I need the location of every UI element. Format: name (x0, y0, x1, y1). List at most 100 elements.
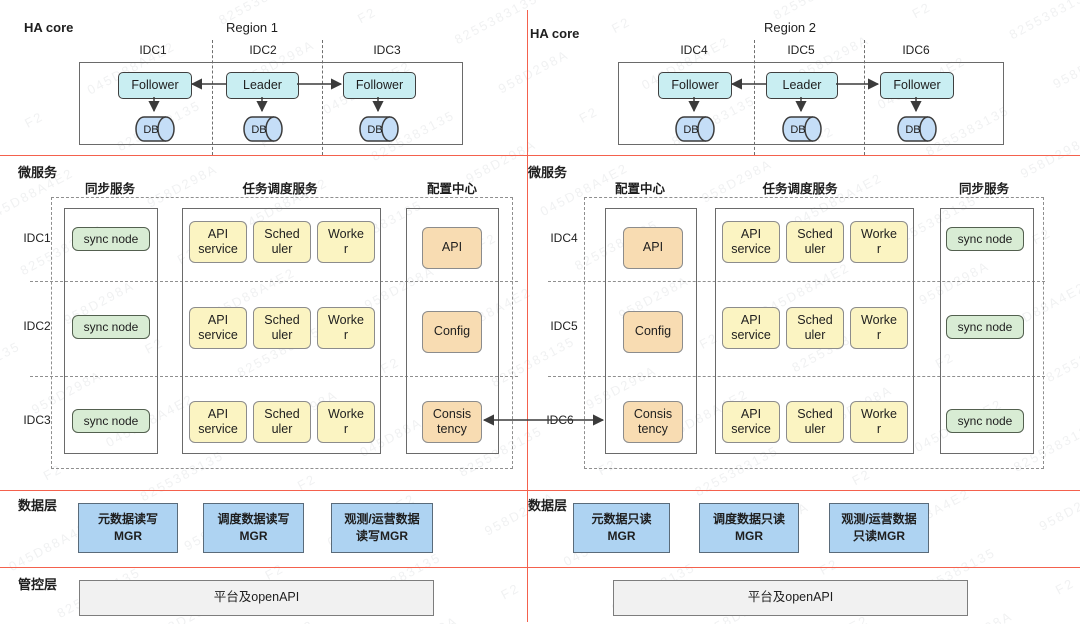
db-label: DB (683, 124, 698, 136)
idc-label: IDC2 (249, 43, 277, 57)
db-cylinder: DB (675, 116, 715, 142)
sync-service-column-box (64, 208, 158, 454)
column-header-scheduling: 任务调度服务 (762, 182, 838, 196)
platform-box: 平台及openAPI (613, 580, 968, 616)
sync-node-cell: sync node (72, 409, 150, 433)
idc-row-label: IDC4 (550, 231, 578, 245)
db-label: DB (790, 124, 805, 136)
idc-label: IDC5 (787, 43, 815, 57)
column-header-config: 配置中心 (426, 182, 477, 196)
mgr-box: 观测/运营数据只读MGR (829, 503, 929, 553)
config-column-box (406, 208, 499, 454)
region-label: Region 1 (225, 20, 279, 35)
red-divider-vertical (527, 10, 528, 622)
sync-node-cell: sync node (72, 315, 150, 339)
idc-divider (754, 40, 755, 155)
follower-node: Follower (880, 72, 954, 99)
db-cylinder: DB (782, 116, 822, 142)
db-cylinder: DB (243, 116, 283, 142)
mgr-box: 观测/运营数据读写MGR (331, 503, 433, 553)
db-label: DB (905, 124, 920, 136)
idc-row-label: IDC6 (546, 413, 574, 427)
scheduling-column-box (715, 208, 914, 454)
sync-node-cell: sync node (946, 409, 1024, 433)
row-divider (30, 376, 518, 377)
ha-core-label: HA core (530, 26, 580, 41)
follower-node: Follower (118, 72, 192, 99)
data-layer-label: 数据层 (18, 498, 58, 513)
microservices-dashed-box (584, 197, 1044, 469)
db-cylinder: DB (897, 116, 937, 142)
config-config-cell: Config (623, 311, 683, 353)
sync-service-column-box (940, 208, 1034, 454)
ha-core-label: HA core (24, 20, 74, 35)
platform-box: 平台及openAPI (79, 580, 434, 616)
idc-label: IDC3 (373, 43, 401, 57)
sync-node-cell: sync node (72, 227, 150, 251)
idc-row-label: IDC2 (23, 319, 51, 333)
sync-node-cell: sync node (946, 315, 1024, 339)
idc-row-label: IDC5 (550, 319, 578, 333)
column-header-scheduling: 任务调度服务 (242, 182, 318, 196)
idc-label: IDC4 (680, 43, 708, 57)
red-divider-horizontal-3 (0, 567, 1080, 568)
control-layer-label: 管控层 (18, 577, 58, 592)
scheduling-column-box (182, 208, 381, 454)
column-header-config: 配置中心 (614, 182, 665, 196)
leader-node: Leader (226, 72, 299, 99)
column-header-sync: 同步服务 (958, 182, 1009, 196)
red-divider-horizontal-2 (0, 490, 1080, 491)
config-api-cell: API (422, 227, 482, 269)
row-divider (548, 281, 1045, 282)
idc-label: IDC6 (902, 43, 930, 57)
config-config-cell: Config (422, 311, 482, 353)
data-layer-label: 数据层 (528, 498, 568, 513)
idc-divider (322, 40, 323, 155)
row-divider (548, 376, 1045, 377)
microservices-label: 微服务 (18, 165, 58, 180)
idc-row-label: IDC3 (23, 413, 51, 427)
idc-divider (212, 40, 213, 155)
config-column-box (605, 208, 697, 454)
idc-row-label: IDC1 (23, 231, 51, 245)
region-label: Region 2 (763, 20, 817, 35)
db-cylinder: DB (135, 116, 175, 142)
follower-node: Follower (343, 72, 416, 99)
microservices-label: 微服务 (528, 165, 568, 180)
follower-node: Follower (658, 72, 732, 99)
region-box (79, 62, 463, 145)
idc-divider (864, 40, 865, 155)
region-box (618, 62, 1004, 145)
db-label: DB (251, 124, 266, 136)
red-divider-horizontal-1 (0, 155, 1080, 156)
config-api-cell: API (623, 227, 683, 269)
row-divider (30, 281, 518, 282)
sync-node-cell: sync node (946, 227, 1024, 251)
microservices-dashed-box (51, 197, 513, 469)
idc-label: IDC1 (139, 43, 167, 57)
leader-node: Leader (766, 72, 838, 99)
